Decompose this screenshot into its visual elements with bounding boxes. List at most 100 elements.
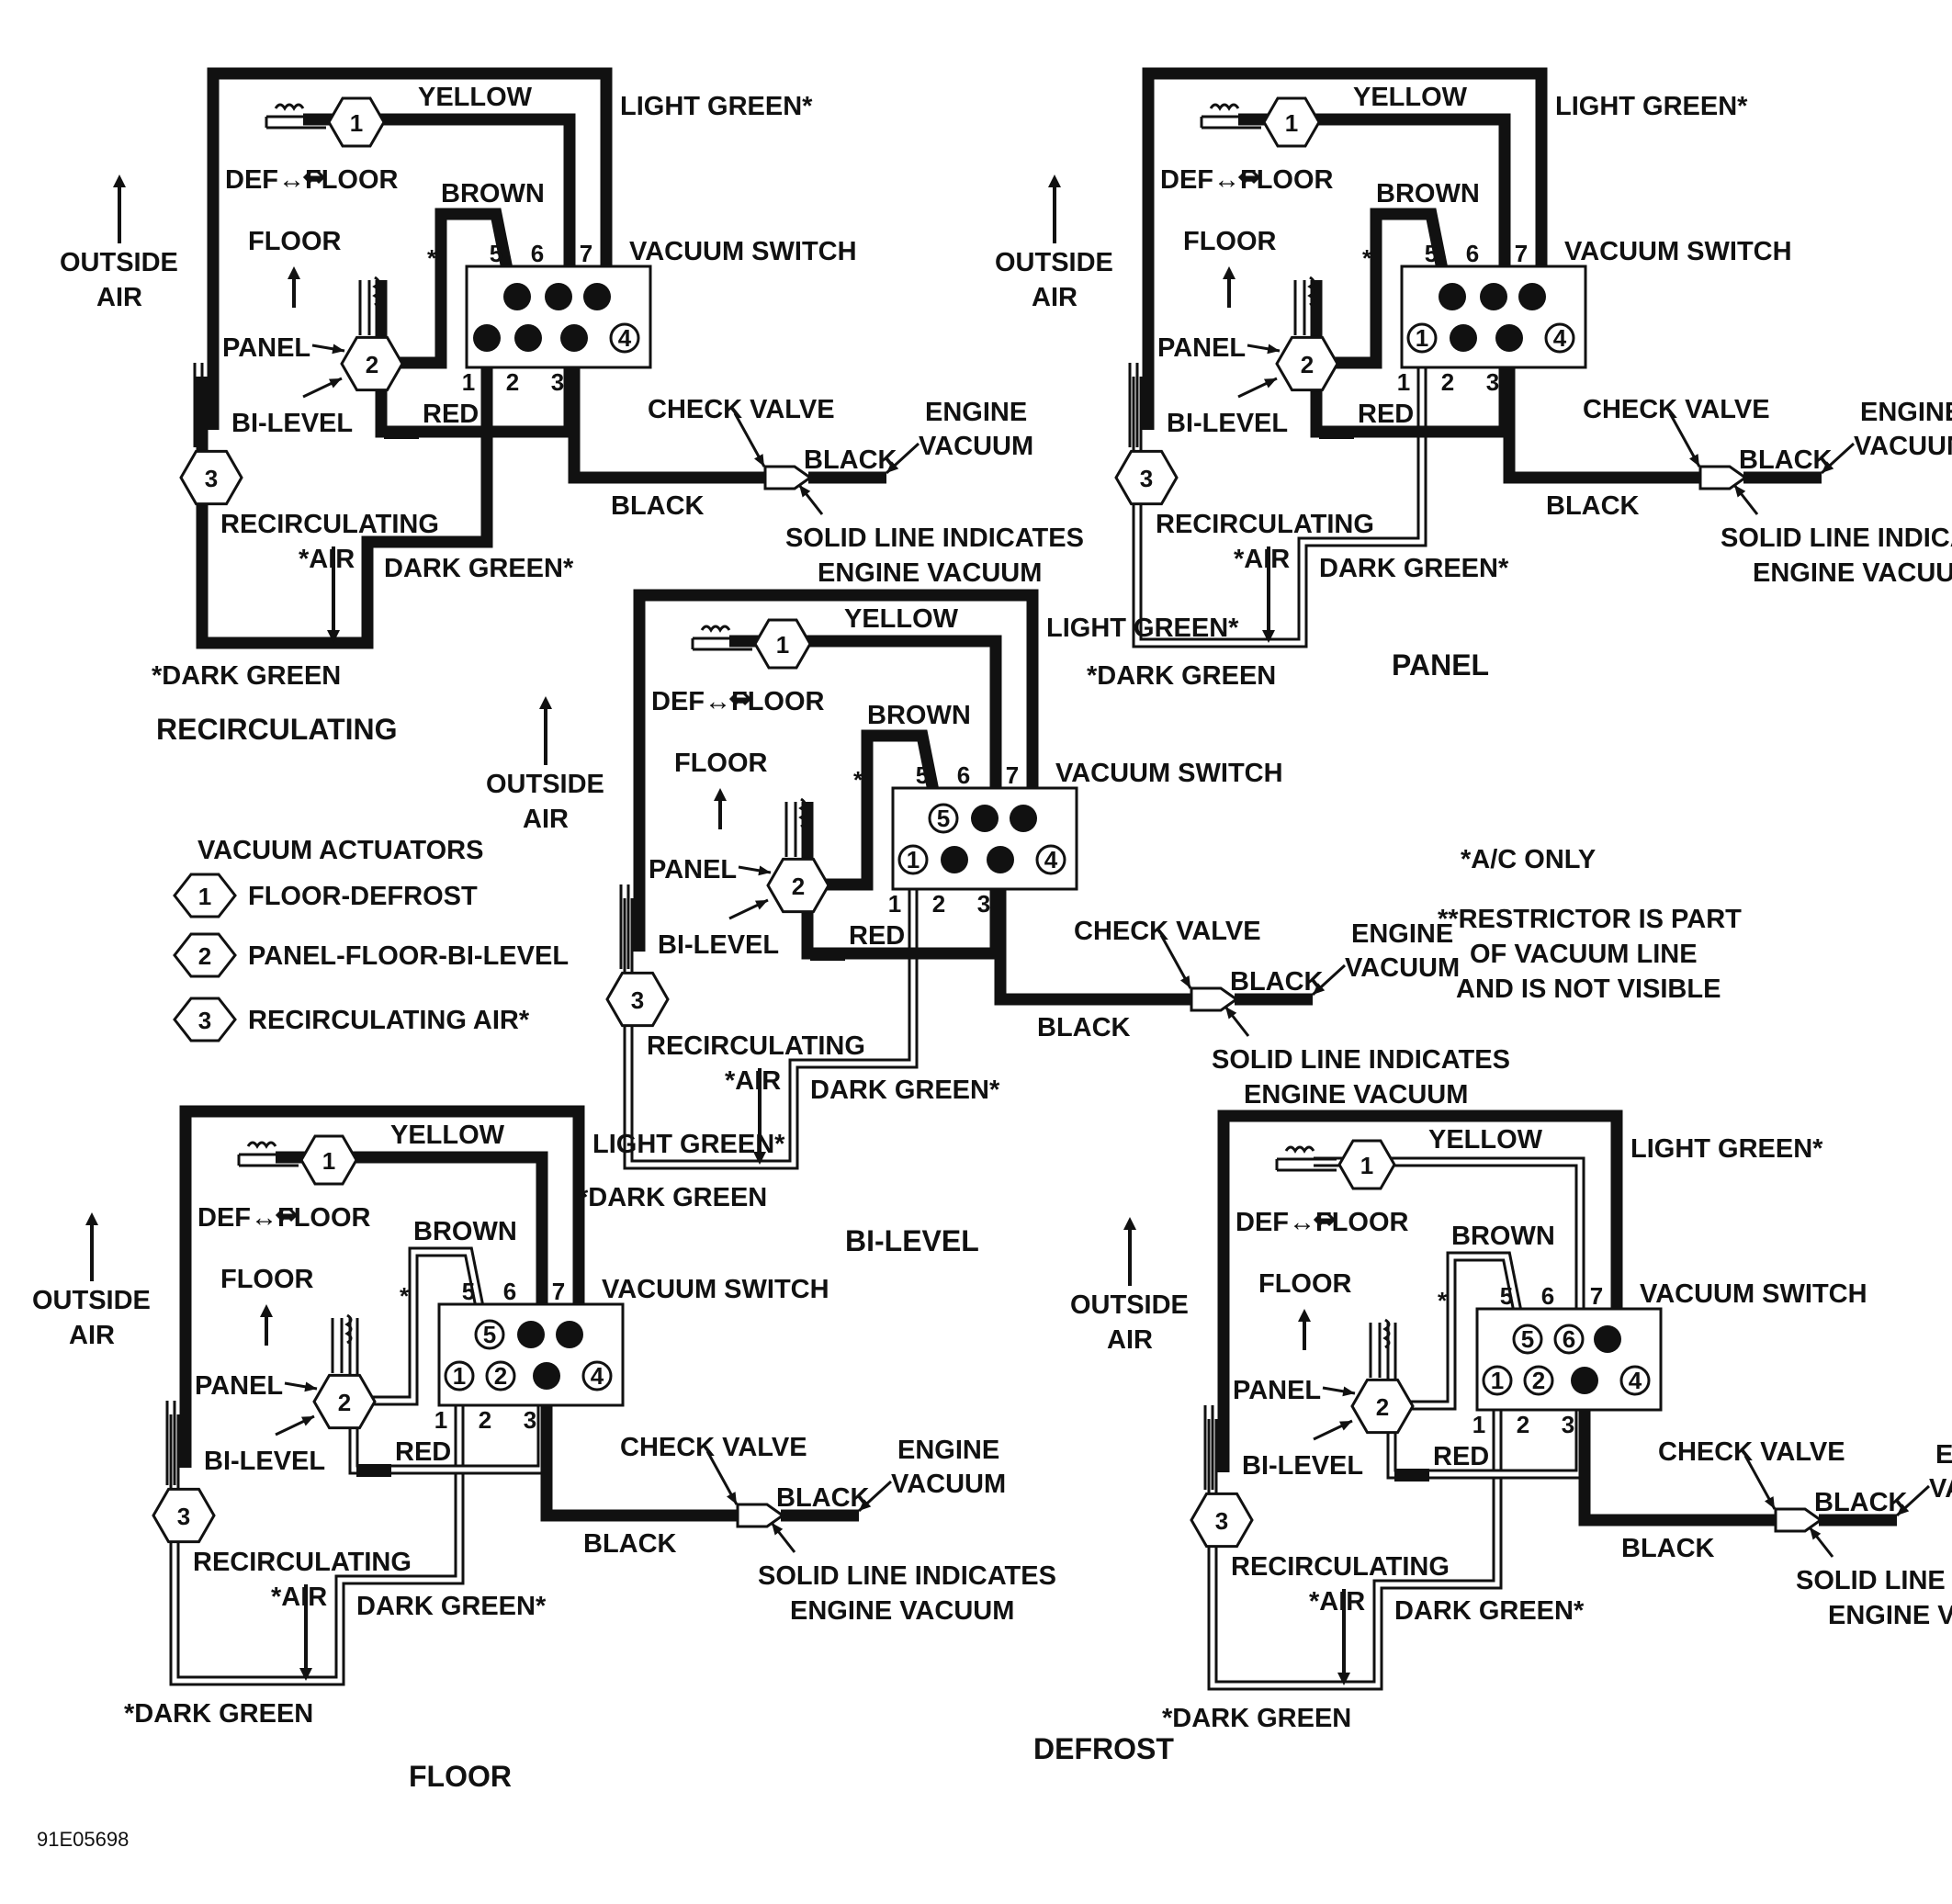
actuator-1-hex xyxy=(327,96,386,148)
label-engine: ENGINE xyxy=(897,1436,999,1465)
label-recirculating: RECIRCULATING xyxy=(220,510,439,539)
restrictor-mark: * xyxy=(400,1282,410,1310)
label-air: AIR xyxy=(523,805,569,834)
actuator-3-hex xyxy=(1190,1492,1254,1549)
switch-port-7 xyxy=(1518,283,1546,310)
label-dark-green: DARK GREEN* xyxy=(1394,1596,1585,1626)
label-air: AIR xyxy=(1032,283,1078,312)
label-star-air: *AIR xyxy=(299,545,355,574)
switch-port-7 xyxy=(556,1321,583,1348)
actuator-1-number: 1 xyxy=(1285,109,1298,137)
port-label-1: 1 xyxy=(434,1406,447,1434)
check-valve-arrow xyxy=(1159,934,1192,989)
label-brown: BROWN xyxy=(1451,1222,1555,1251)
label-solid-line-2: ENGINE VACUUM xyxy=(1244,1080,1468,1110)
panel-arrow xyxy=(1322,1386,1356,1397)
line-black xyxy=(1503,340,1700,484)
check-valve xyxy=(1774,1507,1823,1533)
bi-level-arrow xyxy=(1237,377,1278,399)
legend-num-3: 3 xyxy=(198,1007,211,1034)
label-star-air: *AIR xyxy=(725,1066,781,1096)
label-brown: BROWN xyxy=(441,179,545,208)
legend-hex-3 xyxy=(173,997,237,1042)
line-dark-green xyxy=(196,332,502,649)
outside-air-arrow xyxy=(85,1212,98,1281)
label-check-valve: CHECK VALVE xyxy=(620,1433,807,1462)
actuator-1-hex xyxy=(753,618,812,670)
line-light-green xyxy=(179,1105,585,1468)
label-light-green: LIGHT GREEN* xyxy=(592,1130,785,1159)
label-yellow: YELLOW xyxy=(844,604,959,634)
switch-port-number-5: 5 xyxy=(483,1321,496,1348)
switch-port-2 xyxy=(485,1360,516,1391)
actuator-1-spring xyxy=(1209,103,1240,111)
port-label-7: 7 xyxy=(1590,1282,1603,1310)
port-label-3: 3 xyxy=(551,368,564,396)
switch-port-2 xyxy=(1523,1365,1554,1396)
note-restrictor-1: **RESTRICTOR IS PART xyxy=(1438,905,1742,934)
mode-title-defrost: DEFROST xyxy=(1033,1732,1174,1765)
label-def-floor: DEF↔FLOOR xyxy=(225,165,399,195)
port-label-2: 2 xyxy=(479,1406,491,1434)
solid-line-arrow xyxy=(1224,1006,1250,1037)
switch-port-number-4: 4 xyxy=(1553,324,1567,352)
actuator-2-rod xyxy=(1369,1323,1382,1378)
label-check-valve: CHECK VALVE xyxy=(1074,917,1261,946)
restrictor-mark: * xyxy=(853,766,863,794)
label-recirculating: RECIRCULATING xyxy=(1231,1552,1450,1582)
check-valve xyxy=(1698,465,1748,490)
switch-port-3 xyxy=(1571,1367,1598,1394)
engine-vacuum-arrow xyxy=(1895,1484,1931,1517)
label-vacuum-switch: VACUUM SWITCH xyxy=(1055,759,1283,788)
switch-port-4 xyxy=(609,322,640,354)
label-outside: OUTSIDE xyxy=(60,248,178,277)
port-label-1: 1 xyxy=(888,890,901,918)
label-red: RED xyxy=(423,400,479,429)
label-def-floor: DEF↔FLOOR xyxy=(1160,165,1334,195)
label-red: RED xyxy=(395,1437,451,1467)
note-restrictor-2: OF VACUUM LINE xyxy=(1470,940,1698,969)
switch-port-number-2: 2 xyxy=(494,1362,507,1390)
floor-arrow xyxy=(288,266,300,308)
line-yellow xyxy=(276,1151,548,1327)
line-dark-green xyxy=(623,853,927,1170)
port-label-3: 3 xyxy=(524,1406,536,1434)
panel-arrow xyxy=(738,865,772,876)
check-valve xyxy=(1190,986,1239,1012)
port-label-1: 1 xyxy=(462,368,475,396)
outside-air-arrow xyxy=(539,696,552,765)
port-label-6: 6 xyxy=(1541,1282,1554,1310)
switch-port-3 xyxy=(1495,324,1523,352)
label-dark-green: DARK GREEN* xyxy=(356,1592,547,1621)
label-bi-level: BI-LEVEL xyxy=(1167,409,1288,438)
label-dark-green-star: *DARK GREEN xyxy=(124,1699,313,1729)
switch-port-number-4: 4 xyxy=(1629,1367,1642,1394)
recirculating-air-arrow xyxy=(1262,546,1275,643)
port-label-1: 1 xyxy=(1397,368,1410,396)
legend-hex-1 xyxy=(173,873,237,918)
port-label-2: 2 xyxy=(1441,368,1454,396)
label-vacuum: VACUUM xyxy=(1929,1474,1952,1504)
label-yellow: YELLOW xyxy=(1353,83,1468,112)
engine-vacuum-arrow xyxy=(857,1480,893,1513)
check-valve-arrow xyxy=(1668,412,1701,468)
actuator-2-hex xyxy=(340,335,404,392)
restrictor-mark: * xyxy=(1438,1287,1448,1314)
label-star-air: *AIR xyxy=(1309,1587,1365,1617)
engine-vacuum-arrow xyxy=(1820,442,1856,475)
label-panel: PANEL xyxy=(195,1371,283,1401)
label-check-valve: CHECK VALVE xyxy=(1583,395,1770,424)
legend-num-2: 2 xyxy=(198,942,211,970)
actuator-2-rod xyxy=(1293,280,1306,335)
label-light-green: LIGHT GREEN* xyxy=(620,92,813,121)
actuator-2-number: 2 xyxy=(1301,351,1314,378)
label-black-line: BLACK xyxy=(611,491,705,521)
actuator-3-rod xyxy=(193,363,204,447)
label-engine: ENGINE xyxy=(925,398,1027,427)
label-star-air: *AIR xyxy=(271,1583,327,1612)
label-dark-green-star: *DARK GREEN xyxy=(1087,661,1276,691)
bi-level-arrow xyxy=(275,1414,315,1436)
bi-level-arrow xyxy=(302,377,343,399)
note-ac-only: *A/C ONLY xyxy=(1461,845,1596,874)
